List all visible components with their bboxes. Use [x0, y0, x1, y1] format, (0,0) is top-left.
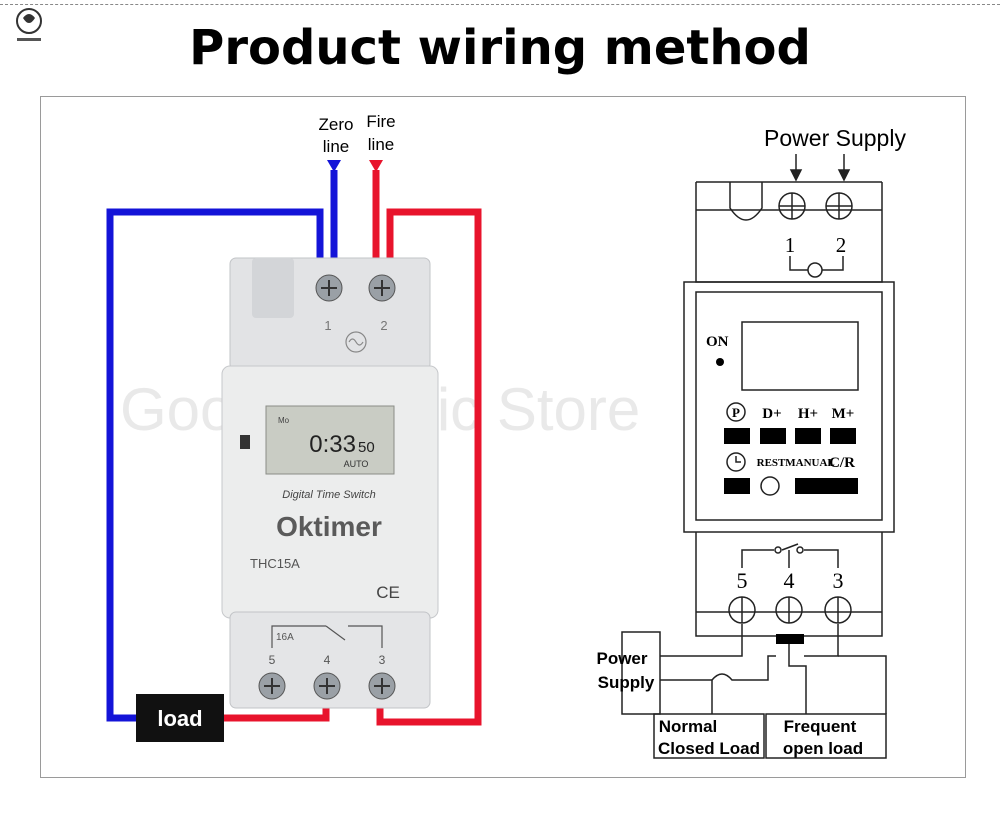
lcd-time: 0:33	[309, 431, 356, 458]
brand-logo-icon	[16, 8, 42, 41]
schematic-bottom-terminal-5-icon	[728, 596, 756, 624]
top-screw-1-icon	[315, 274, 343, 302]
timer-device: 1 2 Mo 0:33 50 AUTO Digital Time Switch …	[221, 257, 439, 709]
nc-load-label-2: Closed Load	[658, 739, 760, 758]
zero-line-label-2: line	[323, 137, 349, 156]
device-terminal-4-label: 4	[324, 653, 331, 667]
program-button	[724, 428, 750, 444]
device-terminal-1-label: 1	[324, 318, 331, 333]
fire-line-label-2: line	[368, 135, 394, 154]
schematic-display	[741, 321, 859, 391]
schematic-relay-contact-icon	[741, 543, 839, 568]
device-terminal-3-label: 3	[379, 653, 386, 667]
schematic-bottom-terminal-3-icon	[824, 596, 852, 624]
power-supply-arrows-icon	[789, 154, 851, 182]
lcd-day-label: Mo	[278, 416, 290, 425]
left-wiring-diagram: Good Electric Store Zero line Fire line	[106, 112, 640, 742]
no-load-label-2: open load	[783, 739, 863, 758]
on-indicator-dot	[716, 358, 724, 366]
schematic-top-terminal-2-icon	[825, 192, 853, 220]
d-plus-button	[760, 428, 786, 444]
on-label: ON	[706, 334, 729, 350]
schematic-terminal-2-label: 2	[836, 233, 847, 257]
schematic-coil-icon	[789, 256, 844, 278]
schematic-external-wiring	[621, 624, 887, 759]
device-model: THC15A	[250, 556, 300, 571]
rest-button	[760, 476, 780, 496]
power-supply-top-label: Power Supply	[764, 125, 906, 151]
device-side-indicator	[240, 435, 250, 449]
zero-line-label-1: Zero	[319, 115, 354, 134]
bottom-screw-3-icon	[368, 672, 396, 700]
bottom-screw-5-icon	[258, 672, 286, 700]
power-supply-bottom-label-2: Supply	[598, 673, 655, 692]
schematic-terminal-5-label: 5	[737, 568, 748, 593]
h-plus-button	[795, 428, 821, 444]
d-plus-label: D+	[762, 406, 781, 422]
rest-label: REST	[757, 457, 786, 469]
program-symbol-text: P	[732, 405, 740, 420]
h-plus-label: H+	[798, 406, 818, 422]
bottom-screw-4-icon	[313, 672, 341, 700]
zero-line-arrow-icon	[327, 160, 341, 172]
power-supply-bottom-label-1: Power	[596, 649, 647, 668]
ac-symbol-icon	[345, 331, 367, 353]
clock-button	[724, 478, 750, 494]
clock-icon	[726, 452, 746, 472]
lcd-seconds: 50	[358, 439, 375, 456]
common-terminal-block	[776, 634, 804, 644]
m-plus-button	[830, 428, 856, 444]
right-schematic-diagram: Power Supply 1	[596, 125, 906, 759]
m-plus-label: M+	[832, 406, 855, 422]
schematic-bottom-terminal-4-icon	[775, 596, 803, 624]
schematic-housing	[683, 181, 895, 637]
page-title: Product wiring method	[189, 20, 811, 76]
cr-label: C/R	[829, 455, 855, 471]
load-box	[136, 694, 224, 742]
lcd-display	[265, 405, 395, 475]
schematic-terminal-1-label: 1	[785, 233, 796, 257]
top-screw-2-icon	[368, 274, 396, 302]
schematic-top-terminal-1-icon	[778, 192, 806, 220]
relay-symbol-icon	[271, 625, 383, 648]
device-subtitle: Digital Time Switch	[282, 489, 375, 501]
program-symbol-icon: P	[726, 402, 746, 422]
load-label: load	[157, 706, 202, 731]
top-dashed-divider	[0, 4, 1000, 5]
fire-line-arrow-icon	[369, 160, 383, 172]
lcd-mode: AUTO	[344, 459, 369, 469]
content-frame	[40, 96, 966, 778]
device-terminal-2-label: 2	[380, 318, 387, 333]
manual-label: MANUAL	[785, 457, 835, 469]
ce-mark: CE	[376, 583, 400, 602]
device-brand: Oktimer	[276, 511, 382, 542]
relay-rating: 16A	[276, 632, 294, 643]
zero-line-wire	[106, 170, 338, 722]
device-terminal-5-label: 5	[269, 653, 276, 667]
schematic-terminal-3-label: 3	[833, 568, 844, 593]
nc-load-label-1: Normal	[659, 717, 718, 736]
schematic-terminal-4-label: 4	[784, 568, 795, 593]
no-load-label-1: Frequent	[784, 717, 857, 736]
manual-cr-button	[795, 478, 858, 494]
fire-line-label-1: Fire	[366, 112, 395, 131]
